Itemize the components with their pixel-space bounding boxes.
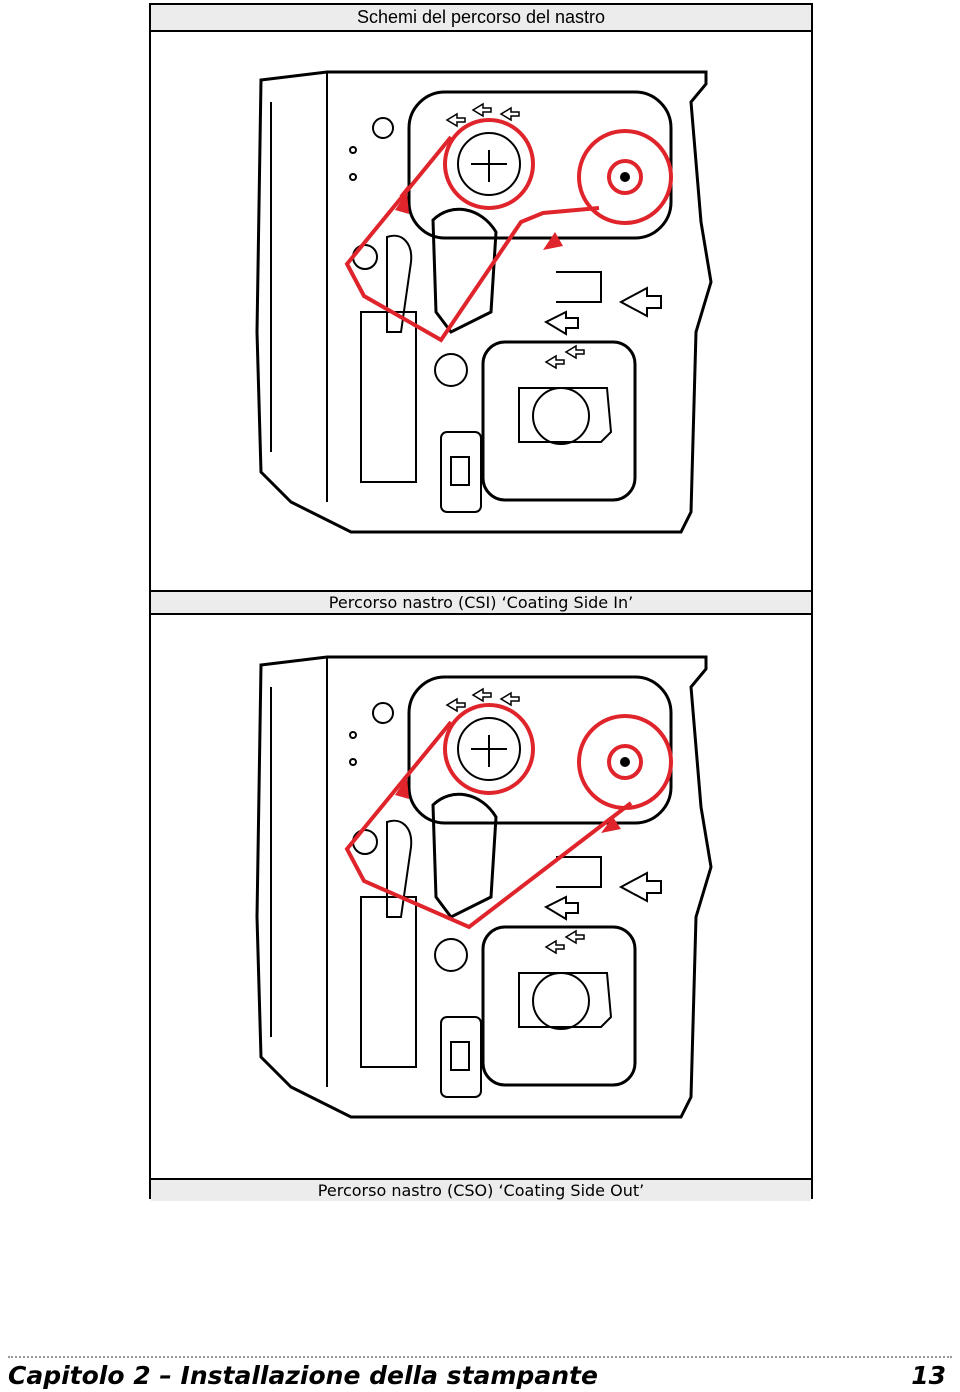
printer-diagram-csi	[255, 70, 713, 534]
footer-page-number: 13	[911, 1361, 946, 1390]
footer-divider	[8, 1356, 952, 1358]
figure-frame: Schemi del percorso del nastro	[149, 3, 813, 1201]
printer-diagram-cso	[255, 655, 713, 1119]
figure-caption-cso: Percorso nastro (CSO) ‘Coating Side Out’	[151, 1178, 811, 1201]
page-title: Schemi del percorso del nastro	[151, 5, 811, 32]
footer-chapter: Capitolo 2 – Installazione della stampan…	[8, 1361, 598, 1390]
figure-caption-csi: Percorso nastro (CSI) ‘Coating Side In’	[151, 590, 811, 615]
